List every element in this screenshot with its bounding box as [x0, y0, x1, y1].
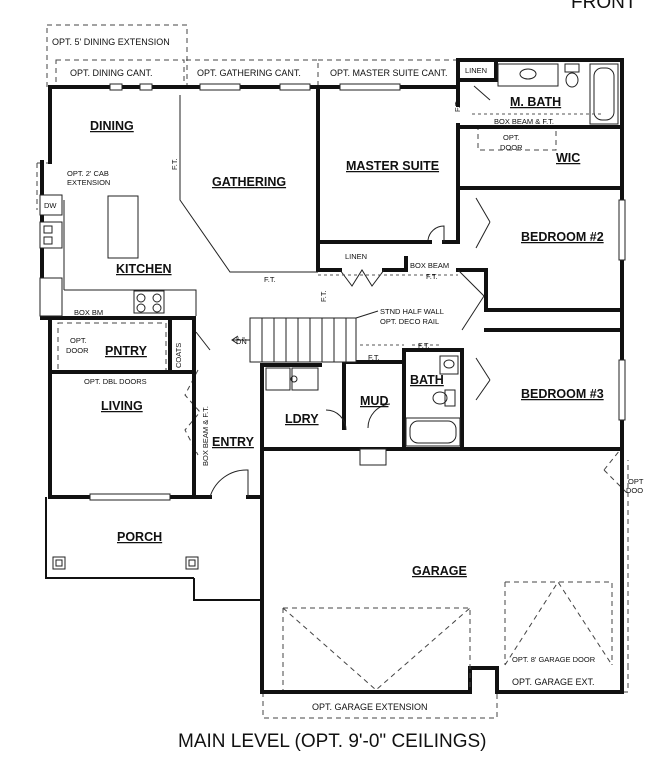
opt-master-cant: OPT. MASTER SUITE CANT.: [330, 68, 448, 78]
room-label-bedroom2: BEDROOM #2: [521, 230, 604, 244]
walls: [40, 58, 624, 694]
opt-garage-side-door-2: DOO: [626, 486, 643, 495]
opt-wic-door-2: DOOR: [500, 143, 523, 152]
opt-dining-cant: OPT. DINING CANT.: [70, 68, 153, 78]
ft-label-hall: F.T.: [319, 290, 328, 302]
stairs: [231, 317, 357, 363]
ft-label-master: F.T.: [453, 100, 462, 112]
room-label-m-bath: M. BATH: [510, 95, 561, 109]
ft-label-kitchen: F.T.: [264, 275, 276, 284]
box-bm-label: BOX BM: [74, 308, 103, 317]
room-label-garage: GARAGE: [412, 564, 467, 578]
opt-dining-extension: OPT. 5' DINING EXTENSION: [52, 37, 170, 47]
room-labels: DINING GATHERING MASTER SUITE M. BATH WI…: [90, 95, 604, 578]
room-label-ldry: LDRY: [285, 412, 319, 426]
opt-cab-extension-2: EXTENSION: [67, 178, 110, 187]
box-beam-bath-label: BOX BEAM & F.T.: [494, 117, 554, 126]
opt-cab-extension-1: OPT. 2' CAB: [67, 169, 109, 178]
opt-pntry-door-1: OPT.: [70, 336, 87, 345]
room-label-bedroom3: BEDROOM #3: [521, 387, 604, 401]
ft-label-bath-1: F.T.: [368, 353, 380, 362]
opt-pntry-door-2: DOOR: [66, 346, 89, 355]
coats-label: COATS: [174, 343, 183, 368]
linen-hall-label: LINEN: [345, 252, 367, 261]
linen-mbath-label: LINEN: [465, 66, 487, 75]
room-label-living: LIVING: [101, 399, 143, 413]
room-label-kitchen: KITCHEN: [116, 262, 172, 276]
room-label-bath: BATH: [410, 373, 444, 387]
room-label-wic: WIC: [556, 151, 580, 165]
opt-garage-side-door-1: OPT: [628, 477, 644, 486]
room-label-master-suite: MASTER SUITE: [346, 159, 439, 173]
room-label-pntry: PNTRY: [105, 344, 148, 358]
opt-garage-extension: OPT. GARAGE EXTENSION: [312, 702, 428, 712]
ft-label-gathering: F.T.: [170, 158, 179, 170]
half-wall-note-1: STND HALF WALL: [380, 307, 444, 316]
box-beam-label: BOX BEAM: [410, 261, 449, 270]
room-label-gathering: GATHERING: [212, 175, 286, 189]
opt-dbl-doors: OPT. DBL DOORS: [84, 377, 147, 386]
ft-label-bath-2: F.T.: [418, 341, 430, 350]
room-label-porch: PORCH: [117, 530, 162, 544]
opt-gathering-cant: OPT. GATHERING CANT.: [197, 68, 301, 78]
box-beam-entry-label: BOX BEAM & F.T.: [201, 406, 210, 466]
fixtures: [39, 63, 619, 691]
room-label-dining: DINING: [90, 119, 134, 133]
dw-label: DW: [44, 201, 57, 210]
option-labels: OPT. 5' DINING EXTENSION OPT. DINING CAN…: [52, 37, 644, 712]
opt-garage-door-8: OPT. 8' GARAGE DOOR: [512, 655, 596, 664]
plan-caption: MAIN LEVEL (OPT. 9'-0" CEILINGS): [178, 731, 486, 752]
room-label-mud: MUD: [360, 394, 388, 408]
front-label: FRONT: [571, 0, 637, 13]
windows: [89, 83, 626, 501]
opt-wic-door-1: OPT.: [503, 133, 520, 142]
half-wall-note-2: OPT. DECO RAIL: [380, 317, 439, 326]
dn-label: DN: [236, 337, 247, 346]
ft-label-box: F.T.: [426, 272, 438, 281]
note-labels: LINEN LINEN BOX BEAM & F.T. BOX BEAM BOX…: [44, 66, 554, 466]
opt-garage-ext: OPT. GARAGE EXT.: [512, 677, 595, 687]
room-label-entry: ENTRY: [212, 435, 255, 449]
